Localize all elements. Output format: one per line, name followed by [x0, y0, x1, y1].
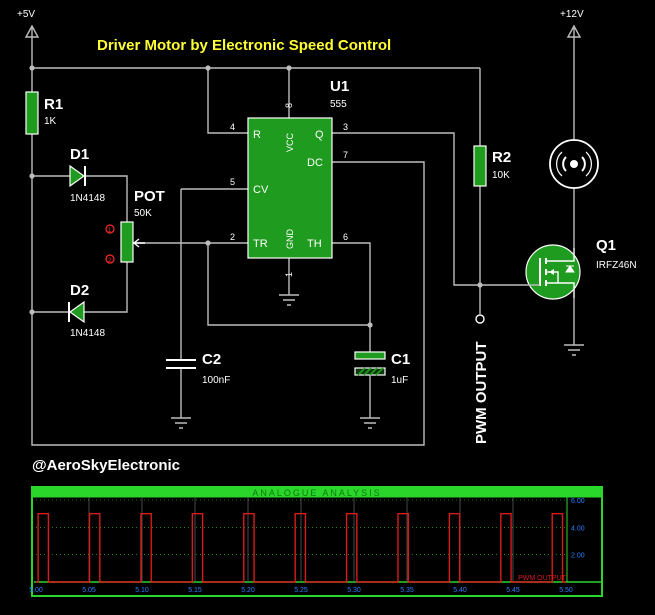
ic-pin-dc: DC: [307, 157, 323, 169]
graph-y-tick-label: 6.00: [571, 498, 585, 505]
u1-ref: U1: [330, 78, 349, 95]
graph-trace-label: PWM OUTPUT: [518, 575, 567, 582]
ic-pin-num-5: 5: [230, 177, 235, 187]
potentiometer-pot: [105, 221, 145, 264]
d1-ref: D1: [70, 146, 89, 163]
d1-value: 1N4148: [70, 193, 105, 204]
ic-pin-r: R: [253, 129, 261, 141]
supply-5v-label: +5V: [17, 9, 35, 20]
graph-x-ticks: 5.00 5.05 5.10 5.15 5.20 5.25 5.30 5.35 5.40 5.45…: [29, 587, 573, 594]
mosfet-q1: [525, 244, 581, 300]
credit-label: @AeroSkyElectronic: [32, 457, 180, 474]
ic-pin-cv: CV: [253, 184, 269, 196]
wires: [31, 45, 575, 446]
r1-value: 1K: [44, 116, 57, 127]
ic-pin-num-3: 3: [343, 122, 348, 132]
ic-pin-tr: TR: [253, 238, 268, 250]
graph-x-tick-label: 5.15: [188, 587, 202, 594]
ic-pin-num-8: 8: [284, 103, 294, 108]
r1-ref: R1: [44, 96, 63, 113]
graph-x-tick-label: 5.00: [29, 587, 43, 594]
u1-value: 555: [330, 99, 347, 110]
ic-pin-num-6: 6: [343, 232, 348, 242]
ic-pin-gnd: GND: [285, 229, 295, 250]
graph-y-tick-label: 4.00: [571, 525, 585, 532]
graph-x-tick-label: 5.40: [453, 587, 467, 594]
capacitor-c2: [166, 359, 196, 369]
supply-12v-symbol: [566, 24, 582, 45]
ic-pin-num-2: 2: [230, 232, 235, 242]
r2-ref: R2: [492, 149, 511, 166]
ground-symbol: [171, 294, 584, 429]
ic-pin-th: TH: [307, 238, 322, 250]
graph-x-tick-label: 5.30: [347, 587, 361, 594]
supply-12v-label: +12V: [560, 9, 584, 20]
diode-d1: [69, 164, 86, 188]
ic-pin-num-1: 1: [284, 272, 294, 277]
capacitor-c1: [354, 351, 386, 376]
c2-value: 100nF: [202, 375, 230, 386]
graph-x-tick-label: 5.20: [241, 587, 255, 594]
r2-value: 10K: [492, 170, 510, 181]
c2-ref: C2: [202, 351, 221, 368]
graph-x-tick-label: 5.05: [82, 587, 96, 594]
graph-y-tick-label: 2.00: [571, 553, 585, 560]
pot-pin-2: 2: [108, 258, 112, 264]
ic-pin-labels: R Q DC CV TR TH VCC GND 4 3 7 5 2 6 8 1: [230, 103, 348, 277]
ic-pin-q: Q: [315, 129, 324, 141]
pwm-output-label: PWM OUTPUT: [473, 342, 490, 445]
graph-x-tick-label: 5.50: [559, 587, 573, 594]
resistor-r1: [25, 91, 39, 135]
ic-pin-vcc: VCC: [285, 132, 295, 152]
c1-value: 1uF: [391, 375, 408, 386]
pot-ref: POT: [134, 188, 165, 205]
ic-555-u1: [247, 117, 333, 259]
pwm-trace: [36, 512, 566, 583]
d2-value: 1N4148: [70, 328, 105, 339]
graph-x-tick-label: 5.25: [294, 587, 308, 594]
pot-pin-1: 1: [108, 228, 112, 234]
graph-x-tick-label: 5.45: [506, 587, 520, 594]
graph-title: ANALOGUE ANALYSIS: [252, 488, 381, 498]
ic-pin-num-7: 7: [343, 150, 348, 160]
d2-ref: D2: [70, 282, 89, 299]
graph-x-tick-label: 5.35: [400, 587, 414, 594]
diode-d2: [68, 300, 85, 324]
schematic-title: Driver Motor by Electronic Speed Control: [97, 37, 391, 54]
supply-5v-symbol: [24, 24, 40, 45]
motor-symbol: [549, 139, 599, 189]
resistor-r2: [473, 145, 487, 187]
junctions: [29, 65, 483, 328]
pot-value: 50K: [134, 208, 152, 219]
pwm-output-terminal[interactable]: [475, 314, 485, 324]
q1-value: IRFZ46N: [596, 260, 637, 271]
q1-ref: Q1: [596, 237, 616, 254]
graph-x-tick-label: 5.10: [135, 587, 149, 594]
ic-pin-num-4: 4: [230, 122, 235, 132]
c1-ref: C1: [391, 351, 410, 368]
graph-y-ticks: 6.00 4.00 2.00: [571, 498, 585, 560]
